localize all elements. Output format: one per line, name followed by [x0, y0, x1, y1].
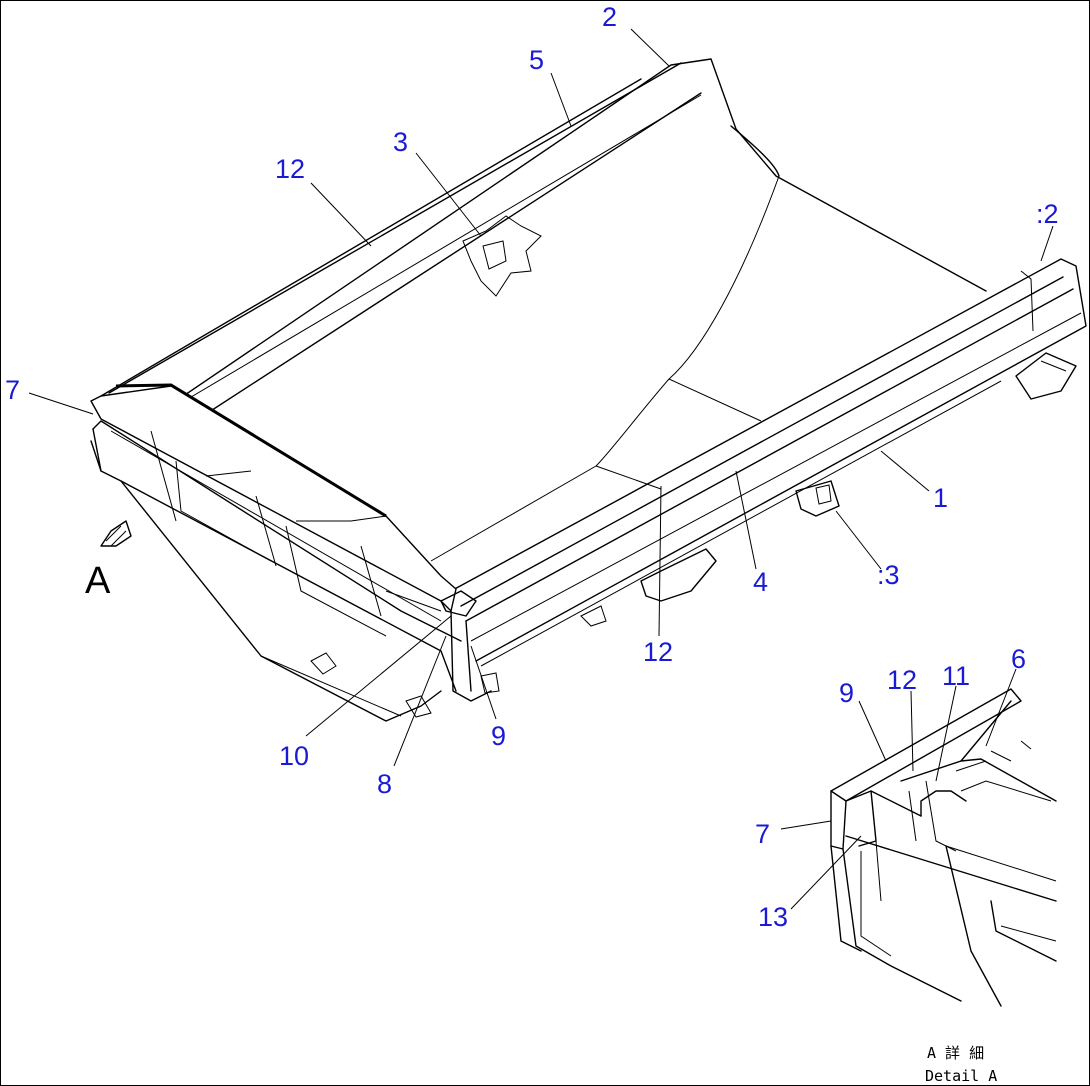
- callout-1: 1: [933, 483, 948, 513]
- detail-a-view: [830, 688, 1057, 1007]
- view-arrow-a: A: [85, 520, 132, 602]
- callout-2-right: :2: [1036, 199, 1059, 229]
- callout-8: 8: [377, 769, 392, 799]
- detail-callout-6: 6: [1011, 644, 1026, 674]
- callout-2-top: 2: [602, 2, 617, 32]
- detail-caption-en: Detail A: [925, 1067, 997, 1085]
- detail-callout-9: 9: [839, 678, 854, 708]
- detail-callout-7: 7: [755, 819, 770, 849]
- callout-10: 10: [279, 741, 309, 771]
- detail-callout-13: 13: [758, 902, 788, 932]
- detail-caption-jp: A 詳 細: [927, 1044, 984, 1062]
- detail-callout-12: 12: [887, 665, 917, 695]
- callout-3-top: 3: [393, 127, 408, 157]
- callout-labels: 2 5 3 12 :2 7 1 4 :3 12 10 9 8 9 12 11 6…: [5, 2, 1059, 932]
- callout-9: 9: [491, 721, 506, 751]
- callout-7: 7: [5, 375, 20, 405]
- view-label: A: [85, 560, 111, 602]
- detail-callout-11: 11: [942, 661, 970, 691]
- callout-5: 5: [529, 45, 544, 75]
- callout-12-mid: 12: [643, 637, 673, 667]
- detail-caption: A 詳 細 Detail A: [925, 1044, 997, 1085]
- callout-12-top: 12: [275, 154, 305, 184]
- detail-leader-lines: [780, 668, 1017, 910]
- callout-4: 4: [753, 567, 768, 597]
- callout-3-right: :3: [877, 560, 900, 590]
- dump-body: [90, 58, 1087, 722]
- leader-lines: [28, 28, 1054, 767]
